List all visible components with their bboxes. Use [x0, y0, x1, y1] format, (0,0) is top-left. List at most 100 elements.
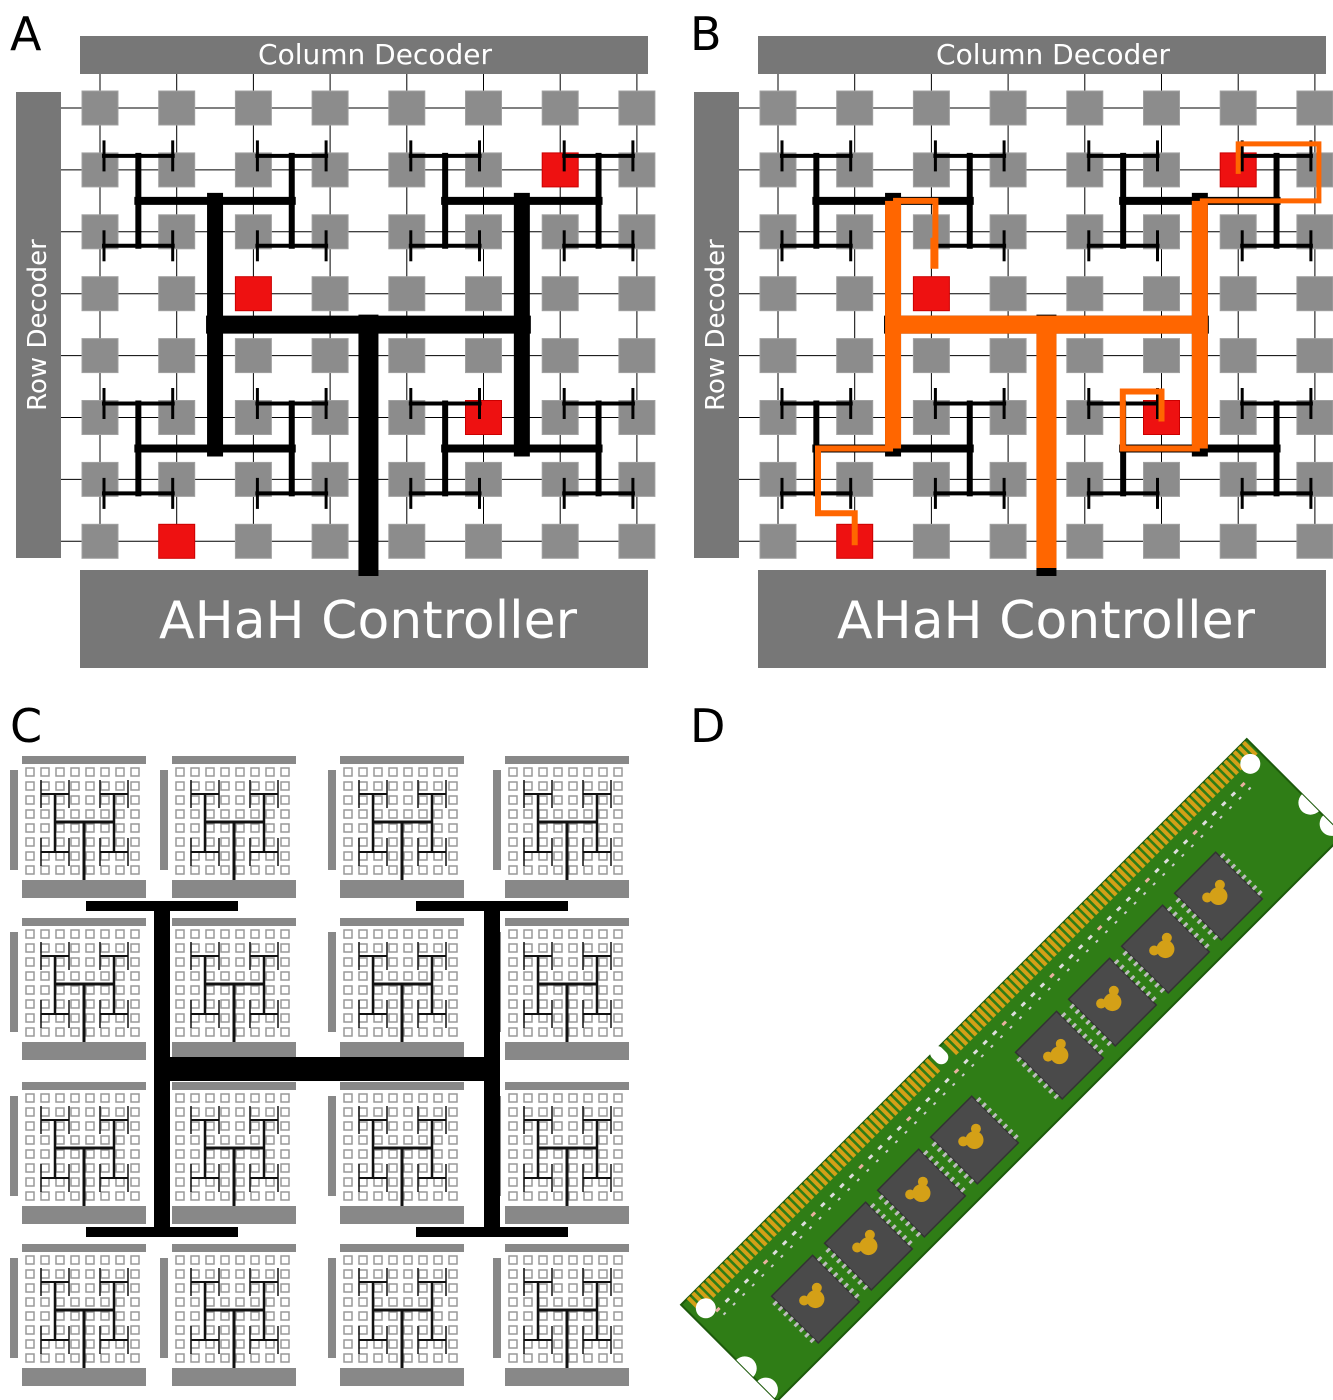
tile-cell: [523, 971, 533, 981]
gold-contact-pin: [1069, 913, 1085, 930]
tile-cell: [175, 1177, 185, 1187]
tile-cell: [265, 1093, 275, 1103]
tile-cell: [235, 1255, 245, 1265]
smd-component: [1200, 834, 1204, 839]
tile-column-decoder: [340, 1082, 464, 1090]
tile-cell: [265, 943, 275, 953]
chip-logo: [1214, 879, 1225, 890]
memristor-cell: [1066, 338, 1104, 374]
tile-cell: [220, 1191, 230, 1201]
chip-pin: [1246, 879, 1253, 886]
tile-cell: [55, 1325, 65, 1335]
memristor-cell: [311, 152, 349, 188]
tile-cell: [598, 767, 608, 777]
smd-component: [715, 1306, 721, 1313]
tile-cell: [583, 781, 593, 791]
tile-cell: [598, 943, 608, 953]
tile-cell: [568, 865, 578, 875]
tile-cell: [265, 1013, 275, 1023]
tile-cell: [250, 1325, 260, 1335]
tile-cell: [280, 1325, 290, 1335]
chip-pin: [1180, 902, 1187, 909]
tile-cell: [448, 957, 458, 967]
smd-component: [982, 1039, 988, 1046]
smd-component: [1211, 810, 1218, 817]
memristor-cell: [234, 152, 272, 188]
tile-cell: [40, 1013, 50, 1023]
tile-cell: [250, 1255, 260, 1265]
tile-cell: [70, 985, 80, 995]
tile-cell: [235, 851, 245, 861]
tile-cell: [280, 1297, 290, 1307]
tile-cell: [205, 1107, 215, 1117]
tile-cell: [265, 1163, 275, 1173]
memristor-cell: [989, 214, 1027, 250]
gold-contact-pin: [971, 1011, 987, 1028]
memristor-cell: [81, 338, 119, 374]
chip-logo: [1096, 998, 1107, 1009]
gold-contact-pin: [710, 1272, 726, 1289]
memristor-cell: [388, 523, 426, 559]
tile-cell: [205, 1135, 215, 1145]
smd-component: [1135, 886, 1141, 893]
array-tile: [328, 918, 464, 1060]
gold-contact-pin: [896, 1086, 913, 1102]
gold-contact-pin: [803, 1179, 819, 1196]
tile-cell: [190, 851, 200, 861]
tile-cell: [280, 795, 290, 805]
tile-cell: [343, 1121, 353, 1131]
memristor-cell: [1066, 152, 1104, 188]
memristor-cell: [158, 400, 196, 435]
tile-cell: [280, 1283, 290, 1293]
tile-cell: [130, 865, 140, 875]
tile-cell: [568, 1325, 578, 1335]
tile-cell: [100, 1093, 110, 1103]
memristor-cell: [158, 276, 196, 312]
chip-pin: [1154, 982, 1160, 988]
tile-cell: [175, 957, 185, 967]
memristor-cell: [912, 400, 950, 435]
tile-cell: [418, 837, 428, 847]
tile-cell: [85, 1339, 95, 1349]
tile-cell: [250, 767, 260, 777]
tile-cell: [70, 1107, 80, 1117]
tile-cell: [508, 1135, 518, 1145]
tile-cell: [358, 865, 368, 875]
smd-component: [1049, 972, 1055, 979]
tile-row-decoder: [493, 1258, 501, 1358]
tile-cell: [523, 1121, 533, 1131]
smd-component: [772, 1249, 778, 1256]
tile-cell: [55, 1177, 65, 1187]
gold-contact-pin: [756, 1226, 773, 1242]
tile-cell: [205, 971, 215, 981]
tile-column-decoder: [340, 1244, 464, 1252]
smd-component: [1171, 863, 1175, 867]
column-decoder-label: Column Decoder: [258, 38, 492, 71]
chip-pin: [1143, 971, 1150, 978]
memristor-cell: [1296, 214, 1333, 250]
tile-cell: [388, 823, 398, 833]
tile-cell: [70, 823, 80, 833]
tile-cell: [205, 1269, 215, 1279]
row-decoder: [16, 92, 61, 558]
tile-cell: [418, 1255, 428, 1265]
tile-cell: [115, 1297, 125, 1307]
tile-cell: [130, 985, 140, 995]
tile-cell: [448, 865, 458, 875]
tile-cell: [598, 823, 608, 833]
tile-cell: [190, 1121, 200, 1131]
gold-contact-pin: [794, 1188, 810, 1205]
tile-cell: [235, 1149, 245, 1159]
gold-contact-pin: [840, 1142, 857, 1158]
tile-cell: [115, 809, 125, 819]
tile-cell: [115, 1013, 125, 1023]
memristor-cell: [1143, 523, 1180, 559]
ahah-controller: [80, 570, 648, 668]
tile-cell: [250, 1177, 260, 1187]
tile-cell: [403, 999, 413, 1009]
tile-cell: [538, 1353, 548, 1363]
route-segment: [1119, 388, 1200, 452]
smd-component: [1142, 891, 1147, 896]
chip-pin: [963, 1173, 969, 1179]
tile-cell: [250, 957, 260, 967]
